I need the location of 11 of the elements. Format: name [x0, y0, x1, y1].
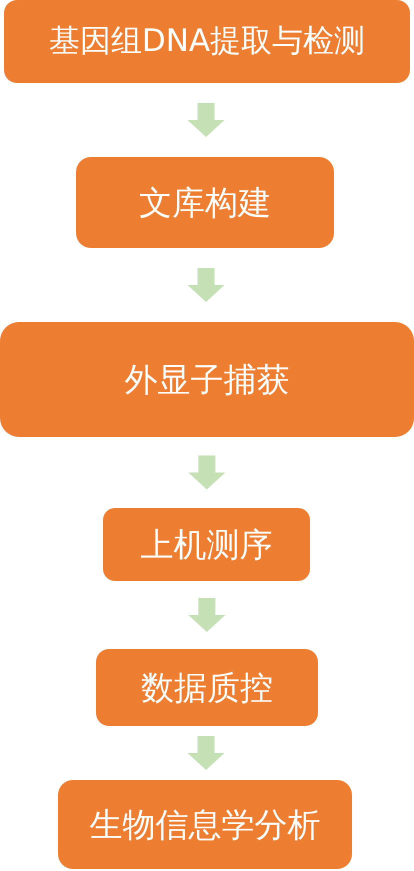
arrow [188, 598, 226, 632]
process-box: 文库构建 [76, 157, 334, 248]
process-box: 基因组DNA提取与检测 [4, 0, 410, 83]
process-box: 外显子捕获 [0, 322, 414, 437]
process-box: 生物信息学分析 [58, 780, 352, 869]
arrow [188, 103, 224, 137]
process-box: 数据质控 [96, 649, 318, 726]
arrow [188, 736, 224, 770]
arrow [188, 268, 224, 302]
arrow [188, 456, 226, 490]
process-box: 上机测序 [103, 508, 310, 581]
